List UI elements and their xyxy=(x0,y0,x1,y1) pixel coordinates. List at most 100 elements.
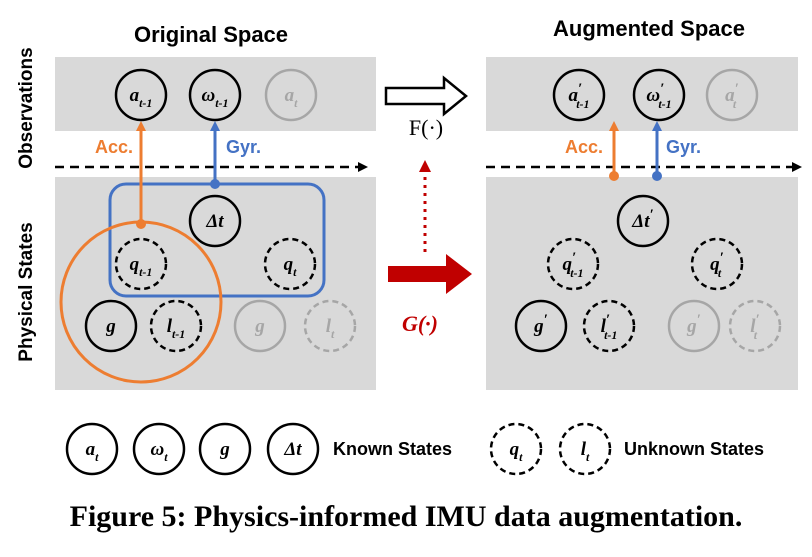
original-node-circle xyxy=(264,68,318,122)
node-symbol: Δt xyxy=(631,211,650,232)
augmented-node-label: l′t xyxy=(750,312,760,342)
label-physical-states: Physical States xyxy=(16,222,37,361)
original-node-circle xyxy=(188,68,242,122)
acc-label-augmented: Acc. xyxy=(565,137,603,157)
original-node-circle xyxy=(149,299,203,353)
original-node-g-faded: g xyxy=(233,299,287,353)
node-prime: ′ xyxy=(697,312,701,328)
node-symbol: a xyxy=(285,85,295,106)
legend-node-known-2: g xyxy=(198,422,252,476)
legend-node-unknown-1: lt xyxy=(558,422,612,476)
augmented-node-circle xyxy=(552,68,606,122)
augmented-node-circle xyxy=(514,299,568,353)
node-symbol: q xyxy=(562,254,572,275)
original-node-w-prev: ωt-1 xyxy=(188,68,242,122)
node-prime: ′ xyxy=(660,81,664,97)
legend-node-circle xyxy=(489,422,543,476)
acc-dot-augmented xyxy=(609,171,619,181)
original-node-label: lt xyxy=(326,316,335,341)
original-node-circle xyxy=(188,194,242,248)
node-symbol: q xyxy=(510,439,520,460)
augmented-node-circle xyxy=(616,194,670,248)
node-subscript: t xyxy=(733,97,737,111)
original-node-q-t: qt xyxy=(263,237,317,291)
legend-node-known-1: ωt xyxy=(132,422,186,476)
node-subscript: t xyxy=(164,450,168,464)
node-symbol: l xyxy=(750,316,756,337)
node-subscript: t xyxy=(519,450,523,464)
original-node-circle xyxy=(114,237,168,291)
augmented-node-a-prev: a′t-1 xyxy=(552,68,606,122)
figure-caption: Figure 5: Physics-informed IMU data augm… xyxy=(69,500,743,533)
legend-unknown-label: Unknown States xyxy=(624,439,764,459)
legend-node-label: g xyxy=(219,439,230,460)
augmented-node-circle xyxy=(546,237,600,291)
augmented-node-q-t: q′t xyxy=(690,237,744,291)
original-node-label: Δt xyxy=(205,211,224,232)
node-prime: ′ xyxy=(756,312,760,328)
node-symbol: ω xyxy=(150,439,164,460)
original-node-label: qt-1 xyxy=(130,254,153,279)
legend-node-known-3: Δt xyxy=(266,422,320,476)
node-prime: ′ xyxy=(544,312,548,328)
legend-node-label: at xyxy=(86,439,100,464)
node-prime: ′ xyxy=(735,81,739,97)
legend-node-label: Δt xyxy=(283,439,302,460)
augmented-node-label: q′t-1 xyxy=(562,250,583,280)
original-node-label: at-1 xyxy=(130,85,153,110)
node-prime: ′ xyxy=(649,207,653,223)
node-subscript: t-1 xyxy=(570,266,583,280)
original-node-label: g xyxy=(105,316,116,337)
node-symbol: ω xyxy=(646,85,660,106)
node-prime: ′ xyxy=(720,250,724,266)
acc-dot-original xyxy=(136,219,146,229)
augmented-node-label: l′t-1 xyxy=(601,312,618,342)
augmented-node-label: Δt′ xyxy=(631,207,653,232)
node-symbol: g xyxy=(219,439,230,460)
node-prime: ′ xyxy=(578,81,582,97)
node-symbol: Δt xyxy=(205,211,224,232)
legend-node-circle xyxy=(266,422,320,476)
augmented-node-circle xyxy=(705,68,759,122)
node-subscript: t xyxy=(95,450,99,464)
augmented-node-label: ω′t-1 xyxy=(646,81,671,111)
augmented-node-label: q′t xyxy=(710,250,724,280)
original-node-label: lt-1 xyxy=(167,316,186,341)
augmented-node-l-faded: l′t xyxy=(728,299,782,353)
augmented-node-label: a′t-1 xyxy=(568,81,589,111)
original-node-label: qt xyxy=(284,254,298,279)
legend-node-circle xyxy=(198,422,252,476)
augmented-node-circle xyxy=(728,299,782,353)
legend-node-circle xyxy=(65,422,119,476)
node-symbol: l xyxy=(167,316,173,337)
augmented-node-circle xyxy=(667,299,721,353)
augmented-node-g-faded: g′ xyxy=(667,299,721,353)
gyr-dot-augmented xyxy=(652,171,662,181)
panel-states-original xyxy=(55,177,376,390)
original-node-g: g xyxy=(84,299,138,353)
original-node-dt: Δt xyxy=(188,194,242,248)
original-node-circle xyxy=(114,68,168,122)
node-symbol: q xyxy=(710,254,720,275)
node-prime: ′ xyxy=(606,312,610,328)
node-subscript: t-1 xyxy=(604,328,617,342)
node-subscript: t xyxy=(754,328,758,342)
original-node-l-prev: lt-1 xyxy=(149,299,203,353)
gyr-label-augmented: Gyr. xyxy=(666,137,701,157)
legend-known-label: Known States xyxy=(333,439,452,459)
augmented-node-w-prev: ω′t-1 xyxy=(632,68,686,122)
original-node-label: ωt-1 xyxy=(201,85,228,110)
node-subscript: t xyxy=(586,450,590,464)
node-symbol: l xyxy=(601,316,607,337)
diagram-canvas: Original Space Augmented Space Observati… xyxy=(16,16,802,476)
augmented-node-label: g′ xyxy=(686,312,701,337)
augmented-node-l-prev: l′t-1 xyxy=(582,299,636,353)
legend-node-circle xyxy=(558,422,612,476)
augmented-node-dt: Δt′ xyxy=(616,194,670,248)
node-symbol: q xyxy=(284,254,294,275)
legend-node-circle xyxy=(132,422,186,476)
node-symbol: a xyxy=(130,85,140,106)
